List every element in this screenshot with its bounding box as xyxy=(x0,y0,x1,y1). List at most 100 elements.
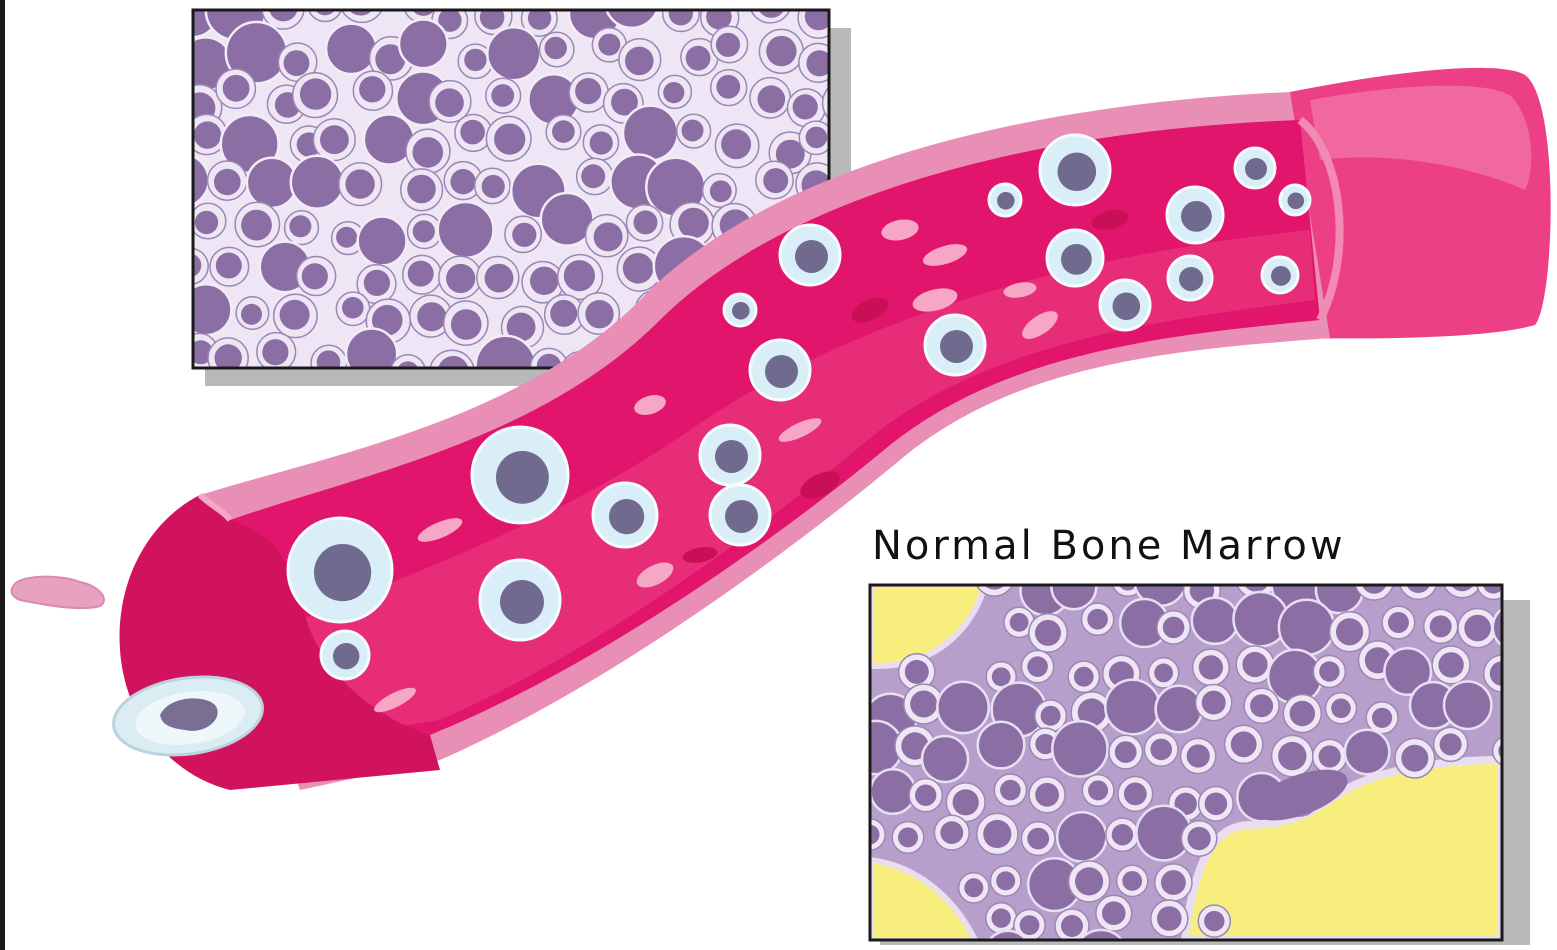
marrow-cell-nucleus xyxy=(1331,699,1351,719)
marrow-cell-halo xyxy=(830,0,867,26)
marrow-cell-nucleus xyxy=(1290,701,1315,726)
marrow-cell-nucleus xyxy=(178,253,202,277)
marrow-cell-nucleus xyxy=(320,125,349,154)
marrow-cell-nucleus xyxy=(1150,739,1172,761)
marrow-cell-nucleus xyxy=(1020,915,1040,935)
marrow-cell-nucleus xyxy=(910,691,937,718)
marrow-cell-halo xyxy=(172,248,208,284)
marrow-cell-nucleus xyxy=(1122,871,1142,891)
marrow-cell-nucleus xyxy=(1319,661,1339,681)
marrow-cell-nucleus xyxy=(1188,827,1211,850)
marrow-cell xyxy=(922,736,968,782)
white-blood-cell-nucleus xyxy=(1061,244,1092,275)
marrow-cell xyxy=(1105,680,1159,734)
normal-bone-marrow-label: Normal Bone Marrow xyxy=(872,518,1552,574)
marrow-cell xyxy=(291,156,344,209)
marrow-cell-nucleus xyxy=(1278,742,1306,770)
marrow-cell-nucleus xyxy=(721,129,751,159)
marrow-cell-nucleus xyxy=(678,208,709,239)
marrow-cell-nucleus xyxy=(1438,652,1463,677)
marrow-cell-nucleus xyxy=(1536,656,1557,684)
white-blood-cell-nucleus xyxy=(940,330,973,363)
marrow-cell-nucleus xyxy=(716,33,740,57)
marrow-cell-nucleus xyxy=(585,300,613,328)
marrow-cell-nucleus xyxy=(552,120,575,143)
white-blood-cell-nucleus xyxy=(500,580,544,624)
white-blood-cell-nucleus xyxy=(732,302,750,320)
marrow-cell-nucleus xyxy=(364,270,390,296)
marrow-cell-nucleus xyxy=(302,263,328,289)
marrow-cell-nucleus xyxy=(992,909,1011,928)
marrow-cell-nucleus xyxy=(940,821,963,844)
white-blood-cell-nucleus xyxy=(715,440,748,473)
marrow-cell-nucleus xyxy=(1319,745,1341,767)
marrow-cell-nucleus xyxy=(262,339,288,365)
marrow-cell-nucleus xyxy=(898,827,918,847)
marrow-cell-nucleus xyxy=(1035,620,1061,646)
marrow-cell-nucleus xyxy=(1388,612,1409,633)
marrow-cell-nucleus xyxy=(413,137,444,168)
marrow-cell-nucleus xyxy=(1035,783,1059,807)
marrow-cell-nucleus xyxy=(195,211,218,234)
marrow-cell-nucleus xyxy=(460,120,485,145)
white-blood-cell-nucleus xyxy=(765,355,798,388)
marrow-cell-nucleus xyxy=(216,253,242,279)
marrow-cell-nucleus xyxy=(857,52,882,77)
marrow-cell-nucleus xyxy=(194,121,221,148)
marrow-cell xyxy=(358,217,407,266)
marrow-cell-nucleus xyxy=(856,141,878,163)
marrow-cell xyxy=(1192,598,1238,644)
marrow-cell-nucleus xyxy=(793,94,818,119)
marrow-cell-nucleus xyxy=(581,164,605,188)
marrow-cell-nucleus xyxy=(284,50,310,76)
marrow-cell-nucleus xyxy=(1205,793,1228,816)
marrow-cell-nucleus xyxy=(550,300,577,327)
white-blood-cell-nucleus xyxy=(1181,201,1212,232)
marrow-cell-nucleus xyxy=(710,180,732,202)
marrow-cell-nucleus xyxy=(1061,915,1083,937)
marrow-cell-halo xyxy=(1529,649,1557,690)
marrow-cell xyxy=(1057,812,1106,861)
marrow-cell xyxy=(978,722,1025,769)
marrow-cell-nucleus xyxy=(623,253,654,284)
marrow-cell-nucleus xyxy=(491,84,514,107)
marrow-cell-nucleus xyxy=(564,260,595,291)
marrow-cell-nucleus xyxy=(1124,783,1147,806)
marrow-cell-nucleus xyxy=(964,878,983,897)
white-blood-cell-nucleus xyxy=(1058,153,1097,192)
marrow-cell-nucleus xyxy=(1336,618,1363,645)
marrow-cell-nucleus xyxy=(590,131,613,154)
marrow-cell-nucleus xyxy=(450,169,475,194)
marrow-cell-nucleus xyxy=(407,175,436,204)
white-blood-cell-nucleus xyxy=(997,192,1015,210)
marrow-cell-nucleus xyxy=(545,37,567,59)
marrow-cell-nucleus xyxy=(345,169,374,198)
marrow-cell-nucleus xyxy=(915,785,936,806)
marrow-cell-nucleus xyxy=(766,36,796,66)
white-blood-cell-nucleus xyxy=(725,500,758,533)
marrow-cell-nucleus xyxy=(1157,906,1182,931)
marrow-cell-halo xyxy=(364,390,397,423)
white-blood-cell-nucleus xyxy=(314,544,371,601)
marrow-cell xyxy=(937,682,988,733)
marrow-cell-nucleus xyxy=(1204,911,1224,931)
marrow-cell-nucleus xyxy=(598,34,620,56)
marrow-cell xyxy=(487,27,540,80)
marrow-cell xyxy=(156,154,209,207)
marrow-cell-nucleus xyxy=(625,47,654,76)
marrow-cell-nucleus xyxy=(408,261,434,287)
marrow-cell-nucleus xyxy=(1430,615,1452,637)
marrow-cell-nucleus xyxy=(663,82,684,103)
marrow-cell-halo xyxy=(851,45,889,83)
marrow-cell-nucleus xyxy=(763,168,788,193)
white-blood-cell-nucleus xyxy=(1271,266,1291,286)
marrow-cell-nucleus xyxy=(996,871,1015,890)
white-blood-cell-nucleus xyxy=(1113,293,1141,321)
marrow-cell-nucleus xyxy=(417,302,446,331)
marrow-cell xyxy=(623,106,678,161)
marrow-cell-nucleus xyxy=(905,660,929,684)
marrow-cell-nucleus xyxy=(413,220,435,242)
marrow-cell-nucleus xyxy=(204,398,233,427)
marrow-cell-nucleus xyxy=(1075,867,1103,895)
